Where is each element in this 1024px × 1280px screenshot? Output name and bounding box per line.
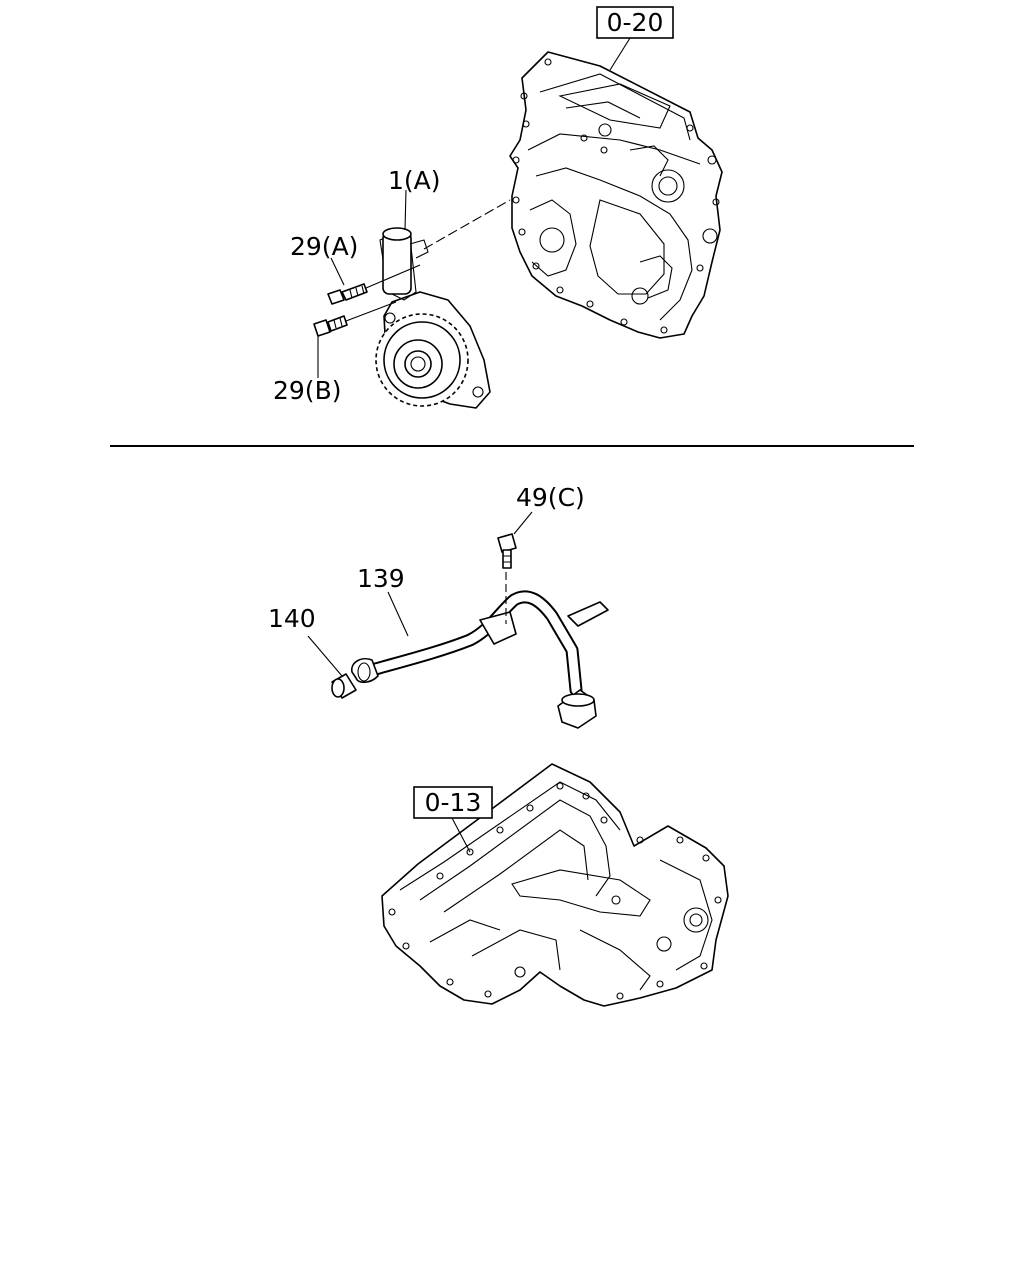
bolt-49c-illustration — [497, 533, 517, 569]
callout-1a: 1(A) — [388, 166, 441, 195]
callout-139: 139 — [357, 564, 405, 593]
front-cover-illustration — [509, 51, 723, 339]
callout-49c: 49(C) — [516, 483, 585, 512]
ref-box-0-20[interactable]: 0-20 — [596, 6, 674, 39]
oil-pump-illustration — [375, 227, 491, 409]
callout-140: 140 — [268, 604, 316, 633]
callout-29a: 29(A) — [290, 232, 358, 261]
ref-label-0-20: 0-20 — [607, 8, 664, 37]
oil-pan-leader-line — [451, 817, 471, 853]
bolt-29a-illustration — [327, 283, 368, 305]
oil-pipe-illustration — [351, 590, 609, 729]
oil-pan-illustration — [381, 763, 729, 1007]
ref-label-0-13: 0-13 — [425, 788, 482, 817]
callout-29b: 29(B) — [273, 376, 341, 405]
top-leader-lines — [317, 37, 631, 378]
ref-box-0-13[interactable]: 0-13 — [413, 786, 493, 819]
pipe-leader-lines — [307, 511, 533, 677]
seal-140-illustration — [331, 673, 357, 699]
bolt-29b-illustration — [313, 315, 348, 337]
